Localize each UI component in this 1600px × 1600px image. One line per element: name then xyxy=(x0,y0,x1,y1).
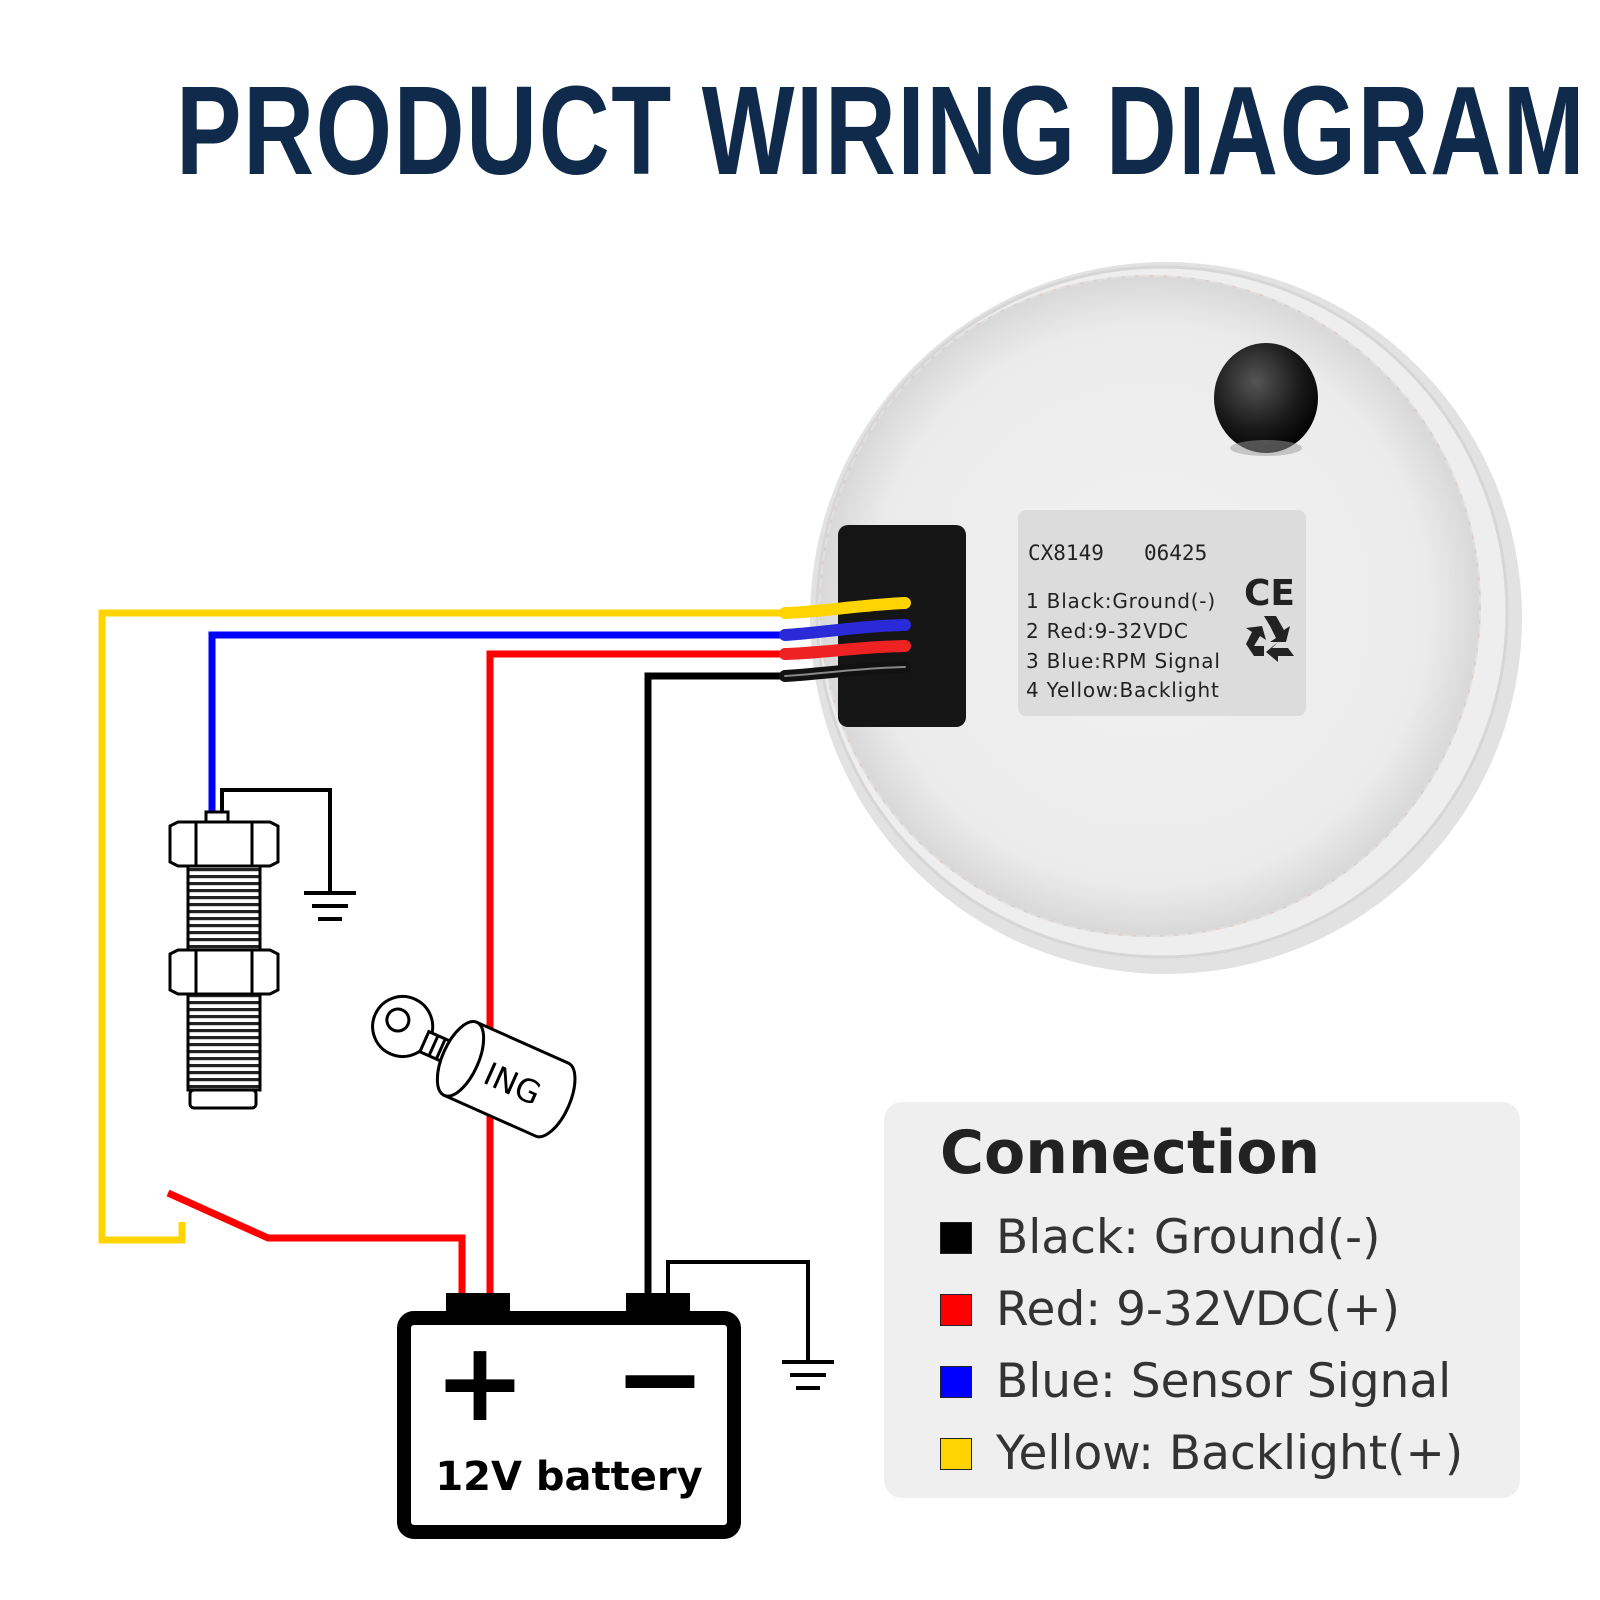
battery-ground-icon xyxy=(782,1360,834,1390)
legend-label-yellow: Yellow: Backlight(+) xyxy=(996,1426,1464,1481)
gauge-sticker-line-4: 4 Yellow:Backlight xyxy=(1026,678,1220,702)
battery-ground-wire xyxy=(666,1260,810,1362)
sensor-ground-icon xyxy=(304,891,356,921)
rpm-sensor-icon xyxy=(168,810,280,1110)
gauge-model-text: CX8149 xyxy=(1028,541,1104,565)
legend-swatch-yellow xyxy=(940,1437,972,1470)
gauge-knob-shadow xyxy=(1230,440,1302,456)
gauge-sticker-line-3: 3 Blue:RPM Signal xyxy=(1026,649,1221,673)
gauge-sticker-line-1: 1 Black:Ground(-) xyxy=(1026,589,1216,613)
legend-swatch-blue xyxy=(940,1365,972,1398)
legend-item-red: Red: 9-32VDC(+) xyxy=(940,1282,1400,1337)
legend-item-black: Black: Ground(-) xyxy=(940,1210,1380,1265)
legend-swatch-black xyxy=(940,1221,972,1254)
yellow-wire xyxy=(98,609,785,1244)
blue-wire-lead xyxy=(779,619,911,641)
recycle-icon xyxy=(1246,616,1294,662)
black-wire-lead-highlight xyxy=(784,666,906,677)
legend-label-black: Black: Ground(-) xyxy=(996,1210,1381,1265)
battery-plus-sign: + xyxy=(434,1318,526,1446)
black-wire xyxy=(644,672,785,1293)
red-wire-lead xyxy=(779,640,911,660)
connection-legend: Connection Black: Ground(-) Red: 9-32VDC… xyxy=(884,1102,1520,1498)
blue-wire xyxy=(208,631,785,820)
gauge-sticker xyxy=(1018,510,1306,716)
gauge-code-text: 06425 xyxy=(1144,541,1207,565)
ignition-key-icon xyxy=(371,995,577,1139)
ce-mark: CE xyxy=(1244,573,1295,614)
battery: + − 12V battery xyxy=(397,1293,741,1539)
legend-swatch-red xyxy=(940,1293,972,1326)
legend-label-blue: Blue: Sensor Signal xyxy=(996,1354,1452,1409)
sensor-ground-wire xyxy=(220,788,332,893)
legend-label-red: Red: 9-32VDC(+) xyxy=(996,1282,1400,1337)
battery-body xyxy=(397,1311,741,1539)
legend-title: Connection xyxy=(940,1118,1321,1188)
legend-item-yellow: Yellow: Backlight(+) xyxy=(940,1426,1463,1481)
battery-label: 12V battery xyxy=(435,1454,702,1500)
yellow-wire-lead xyxy=(779,597,911,619)
gauge-sticker-line-2: 2 Red:9-32VDC xyxy=(1026,619,1189,643)
red-wire-ignition xyxy=(486,650,785,1293)
gauge-back: CX8149 06425 1 Black:Ground(-) 2 Red:9-3… xyxy=(810,262,1522,974)
battery-minus-sign: − xyxy=(614,1314,706,1442)
red-wire-switch xyxy=(166,1189,466,1293)
gauge-knob xyxy=(1214,343,1318,453)
legend-item-blue: Blue: Sensor Signal xyxy=(940,1354,1451,1409)
page-title: PRODUCT WIRING DIAGRAM xyxy=(176,60,1587,201)
